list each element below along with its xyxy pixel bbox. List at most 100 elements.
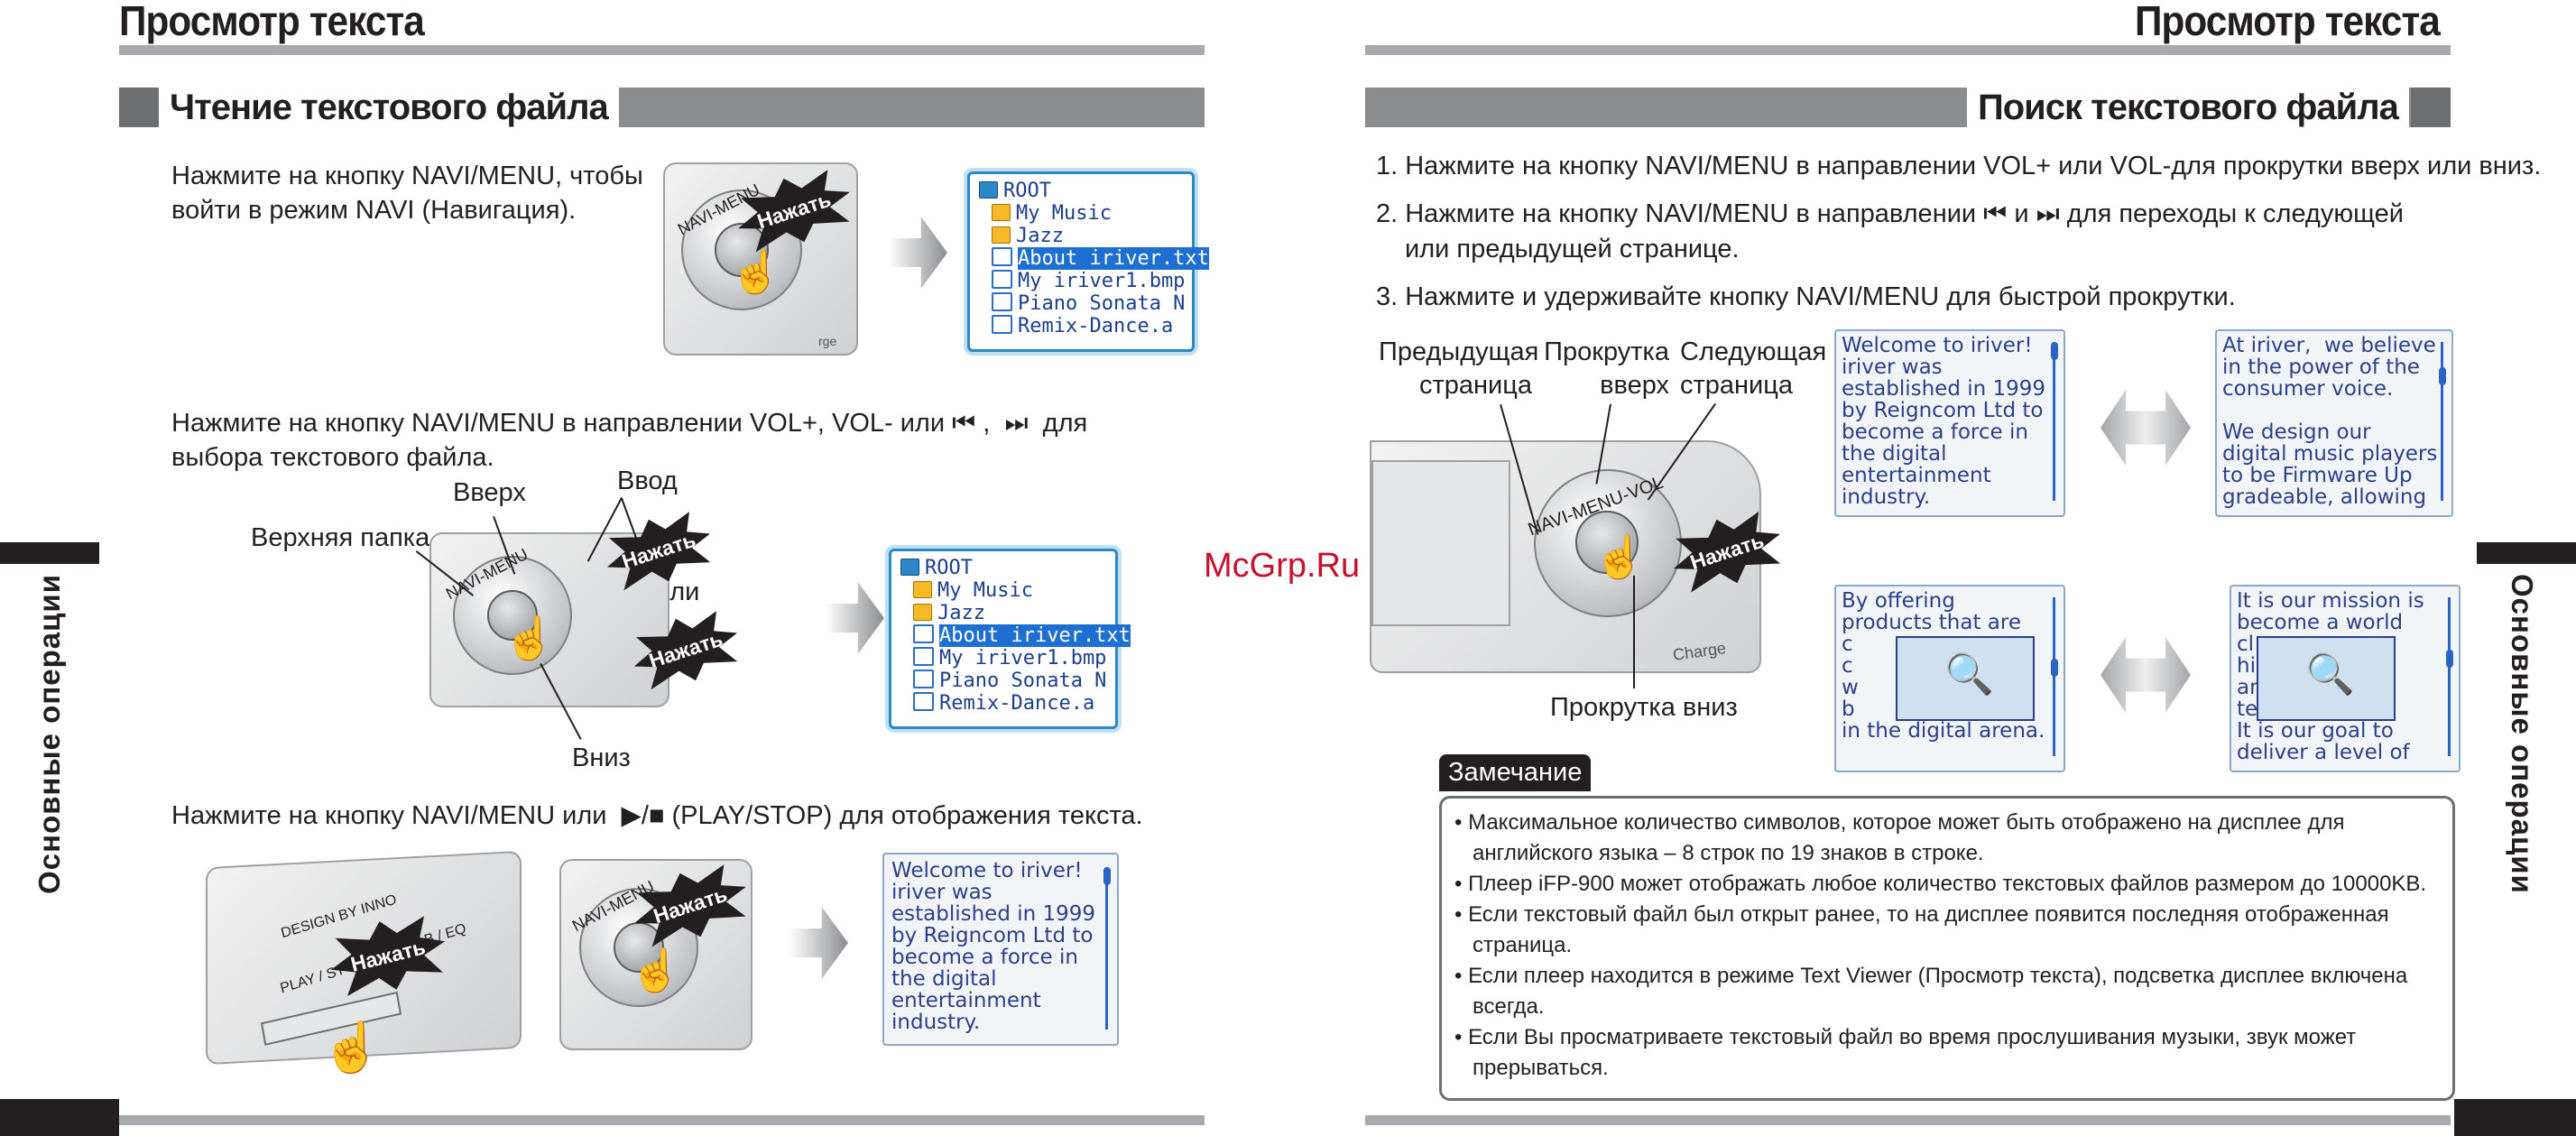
file-list-item-label: My iriver1.bmp xyxy=(939,647,1107,670)
right-step3-text: 3. Нажмите и удерживайте кнопку NAVI/MEN… xyxy=(1376,282,2236,311)
hand-icon: ☝ xyxy=(1593,533,1646,580)
note-line: • Максимальное количество символов, кото… xyxy=(1454,810,2345,835)
right-header-rule xyxy=(1365,45,2451,55)
file-icon xyxy=(913,624,934,643)
left-step2-text: Нажмите на кнопку NAVI/MENU в направлени… xyxy=(171,409,1088,472)
file-list-item[interactable]: Jazz xyxy=(900,602,1106,624)
hand-icon: ☝ xyxy=(503,614,556,661)
note-line: английского языка – 8 строк по 19 знаков… xyxy=(1454,841,1984,865)
scrollbar-thumb xyxy=(2439,367,2446,385)
left-section-title: Чтение текстового файла xyxy=(159,88,619,127)
hand-icon: ☝ xyxy=(730,248,782,295)
text-screen-4: It is our mission is become a world cl h… xyxy=(2230,585,2461,772)
page-switch-arrow-1 xyxy=(2101,390,2191,466)
file-list-item-label: Piano Sonata N xyxy=(1018,292,1186,315)
right-step1-text: 1. Нажмите на кнопку NAVI/MENU в направл… xyxy=(1376,152,2542,180)
scrollbar-track xyxy=(2448,597,2451,756)
file-icon xyxy=(992,292,1012,311)
file-list-item-label: Piano Sonata N xyxy=(939,670,1107,692)
label-enter: Ввод xyxy=(617,466,678,495)
device-screen xyxy=(1371,460,1510,626)
scrollbar-thumb xyxy=(2051,659,2058,677)
text-screen-content: At iriver, we believe in the power of th… xyxy=(2222,334,2438,509)
scrollbar-track xyxy=(1105,867,1108,1030)
right-section-title: Поиск текстового файла xyxy=(1967,88,2409,127)
right-step2b-text: или предыдущей странице. xyxy=(1405,235,1740,263)
file-list-item-label: My Music xyxy=(1016,202,1112,225)
note-line: • Если Вы просматриваете текстовый файл … xyxy=(1454,1025,2357,1049)
note-line: страница. xyxy=(1454,933,1573,957)
note-title: Замечание xyxy=(1439,754,1592,791)
file-list-item-label: My Music xyxy=(937,579,1033,602)
search-popup-1: 🔍 xyxy=(1896,636,2035,721)
file-list-item[interactable]: My iriver1.bmp xyxy=(900,647,1106,670)
navi-dial-inner xyxy=(1575,511,1639,574)
file-list-item[interactable]: My Music xyxy=(979,202,1183,225)
file-list-item[interactable]: ROOT xyxy=(979,180,1183,202)
note-line: всегда. xyxy=(1454,994,1545,1019)
label-top-folder: Верхняя папка xyxy=(251,523,430,552)
search-file-icon: 🔍 xyxy=(1944,652,1994,697)
file-list-item-label: Jazz xyxy=(937,602,985,624)
left-side-tab xyxy=(0,542,99,564)
file-list-item[interactable]: About iriver.txt xyxy=(900,624,1131,647)
right-step2a-text: 2. Нажмите на кнопку NAVI/MENU в направл… xyxy=(1376,199,2404,228)
file-list-item[interactable]: ROOT xyxy=(900,557,1106,579)
search-popup-2: 🔍 xyxy=(2257,636,2396,721)
right-side-tab-label: Основные операции xyxy=(2506,574,2539,894)
right-page-title: Просмотр текста xyxy=(2135,0,2441,44)
file-list-item[interactable]: Piano Sonata N xyxy=(900,670,1106,692)
charge-label: rge xyxy=(818,334,837,348)
right-bottom-tab xyxy=(2454,1099,2576,1136)
left-page-title: Просмотр текста xyxy=(119,0,425,44)
text-screen-content: Welcome to iriver! iriver was establishe… xyxy=(1842,334,2046,509)
note-line: • Если плеер находится в режиме Text Vie… xyxy=(1454,964,2408,988)
file-icon xyxy=(992,270,1012,289)
file-icon xyxy=(992,247,1012,266)
file-list-item[interactable]: Piano Sonata N xyxy=(979,292,1186,315)
navi-dial-inner xyxy=(715,223,769,277)
flow-arrow-2 xyxy=(826,582,884,654)
folder-icon xyxy=(992,204,1011,221)
file-icon xyxy=(992,315,1012,334)
file-list-item-label: My iriver1.bmp xyxy=(1018,270,1186,292)
file-list-item-label: ROOT xyxy=(1003,180,1051,202)
scrollbar-track xyxy=(2441,342,2443,501)
charge-label: Charge xyxy=(1671,638,1728,665)
leader-scroll-down xyxy=(1633,576,1635,688)
label-scroll-up: Прокрутка вверх xyxy=(1544,337,1669,400)
scrollbar-track xyxy=(2053,597,2055,756)
folder-icon xyxy=(913,604,932,621)
note-line: прерываться. xyxy=(1454,1056,1609,1080)
file-list-item[interactable]: Jazz xyxy=(979,225,1183,247)
left-footer-rule xyxy=(119,1115,1205,1125)
navi-dial-inner xyxy=(614,922,664,973)
file-list-item-label: Jazz xyxy=(1016,225,1064,247)
file-list-item[interactable]: My Music xyxy=(900,579,1106,602)
file-list-item[interactable]: About iriver.txt xyxy=(979,247,1209,270)
hand-icon: ☝ xyxy=(321,1021,383,1075)
file-list-item-label: ROOT xyxy=(925,557,973,579)
file-list-item-label: Remix-Dance.a xyxy=(1018,315,1174,337)
label-prev-page: Предыдущая страница xyxy=(1379,337,1539,400)
text-screen-content: Welcome to iriver! iriver was establishe… xyxy=(891,859,1096,1034)
text-screen-content: It is our mission is become a world cl h… xyxy=(2237,589,2424,764)
hand-icon: ☝ xyxy=(630,947,682,993)
label-up: Вверх xyxy=(453,478,526,507)
file-list-item-label: About iriver.txt xyxy=(939,624,1131,647)
file-icon xyxy=(913,647,934,666)
left-step3-text: Нажмите на кнопку NAVI/MENU или ▶/■ (PLA… xyxy=(171,801,1143,830)
navi-dial-inner xyxy=(487,590,538,641)
note-box: • Максимальное количество символов, кото… xyxy=(1439,796,2455,1101)
flow-arrow-3 xyxy=(789,907,848,979)
right-footer-rule xyxy=(1365,1115,2451,1125)
file-list-item[interactable]: Remix-Dance.a xyxy=(979,315,1183,337)
file-list-item[interactable]: My iriver1.bmp xyxy=(979,270,1186,292)
watermark: McGrp.Ru xyxy=(1204,547,1361,585)
file-list-item[interactable]: Remix-Dance.a xyxy=(900,692,1106,715)
text-screen-2: At iriver, we believe in the power of th… xyxy=(2215,329,2453,517)
root-icon xyxy=(900,559,919,576)
file-icon xyxy=(913,670,934,688)
file-list-item-label: Remix-Dance.a xyxy=(939,692,1095,715)
text-screen-1: Welcome to iriver! iriver was establishe… xyxy=(1834,329,2065,517)
